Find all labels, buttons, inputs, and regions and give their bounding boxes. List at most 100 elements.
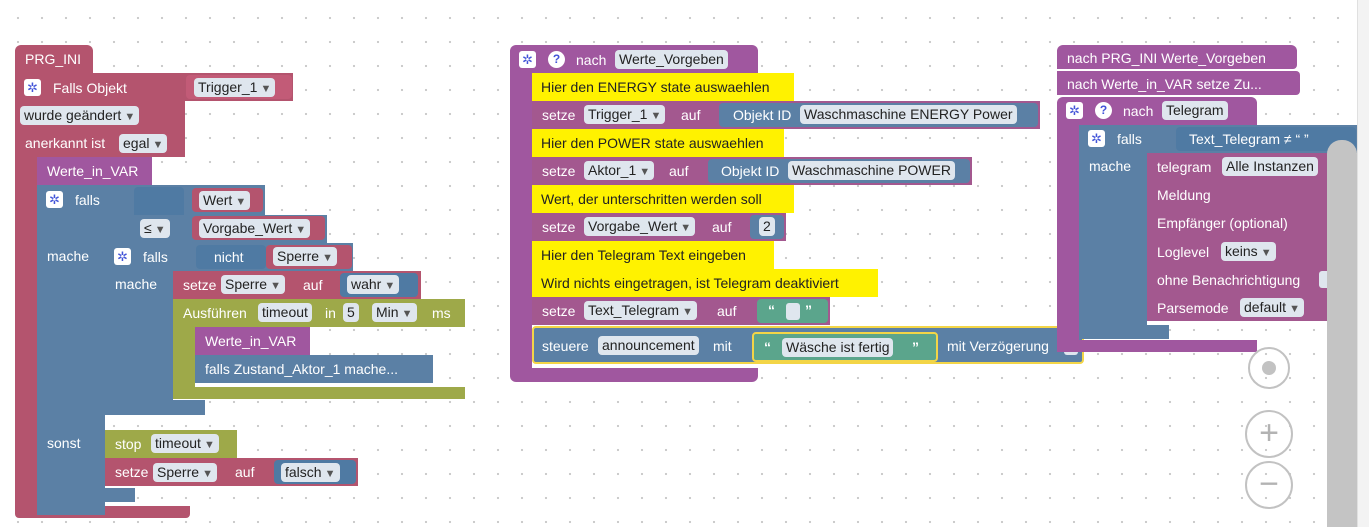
comment-1-text: Hier den ENERGY state auswaehlen (541, 79, 770, 95)
not-label: nicht (214, 249, 244, 265)
zoom-out-icon[interactable]: − (1245, 461, 1293, 509)
gear-icon[interactable]: ✲ (46, 191, 63, 208)
empty-text-field[interactable] (786, 303, 800, 320)
var-dropdown[interactable]: Vorgabe_Wert (584, 217, 696, 236)
open-quote-icon: “ (764, 339, 771, 355)
gear-icon[interactable]: ✲ (1066, 102, 1083, 119)
stop-label: stop (115, 436, 142, 452)
trigger-variable-dropdown[interactable]: Trigger_1 (194, 78, 276, 97)
call-werte-in-var[interactable] (37, 157, 152, 185)
condition-label: Text_Telegram ≠ “ ” (1189, 131, 1309, 147)
condition-block[interactable] (1176, 127, 1356, 151)
var-dropdown[interactable]: Trigger_1 (584, 105, 666, 124)
inner-mache-label: mache (115, 276, 158, 292)
gear-icon[interactable]: ✲ (1088, 130, 1105, 147)
timeout-footer (173, 387, 465, 399)
telegram-label: telegram (1157, 159, 1212, 175)
call-werte-label: Werte_in_VAR (47, 163, 139, 179)
auf-label: auf (712, 219, 732, 235)
falls-objekt-label: Falls Objekt (53, 80, 127, 96)
auf-label: auf (717, 303, 737, 319)
call-falls-zustand-label: falls Zustand_Aktor_1 mache... (205, 361, 398, 377)
ms-label: ms (432, 305, 451, 321)
trigger-spine (15, 157, 37, 513)
wahr-dropdown[interactable]: wahr (347, 275, 400, 294)
comment-5-text: Wird nichts eingetragen, ist Telegram de… (541, 275, 839, 291)
objekt-id-label: Objekt ID (721, 163, 780, 179)
telegram-block[interactable] (1147, 153, 1347, 321)
timeout-name-field[interactable]: timeout (258, 303, 312, 322)
setze-label: setze (542, 107, 576, 123)
gear-icon[interactable]: ✲ (24, 79, 41, 96)
comment-2-text: Hier den POWER state auswaehlen (541, 135, 764, 151)
nach-label: nach (576, 52, 607, 68)
announcement-field[interactable]: announcement (598, 336, 699, 355)
object-id-field[interactable]: Waschmaschine POWER (788, 161, 955, 180)
comment-2 (532, 129, 784, 157)
sonst-label: sonst (47, 435, 81, 451)
empfaenger-label: Empfänger (optional) (1157, 215, 1288, 231)
call-falls-zustand[interactable] (195, 355, 433, 383)
sperre-dropdown[interactable]: Sperre (273, 247, 337, 266)
not-block[interactable] (196, 245, 266, 269)
change-type-dropdown[interactable]: wurde geändert (20, 106, 140, 125)
wert-dropdown[interactable]: Wert (199, 191, 251, 210)
number-field[interactable]: 2 (759, 217, 775, 236)
nach-label: nach (1123, 103, 1154, 119)
call-werte-in-var-2[interactable] (195, 327, 310, 355)
unit-dropdown[interactable]: Min (372, 303, 417, 322)
anerkannt-label: anerkannt ist (25, 135, 106, 151)
inner-if-label: falls (143, 249, 168, 265)
call-werte-label-2: Werte_in_VAR (205, 333, 297, 349)
zoom-in-icon[interactable]: + (1245, 410, 1293, 458)
function-name: PRG_INI (25, 51, 82, 67)
gear-icon[interactable]: ✲ (114, 248, 131, 265)
objekt-id-label: Objekt ID (733, 107, 792, 123)
instance-dropdown[interactable]: Alle Instanzen (1222, 157, 1318, 176)
var-dropdown[interactable]: Aktor_1 (584, 161, 655, 180)
message-field[interactable]: Wäsche ist fertig (782, 338, 894, 357)
comment-5 (532, 269, 878, 297)
help-icon[interactable]: ? (1095, 102, 1112, 119)
call-prg-ini[interactable] (1057, 45, 1297, 69)
object-id-field[interactable]: Waschmaschine ENERGY Power (800, 105, 1017, 124)
ohne-benachrichtigung-label: ohne Benachrichtigung (1157, 272, 1301, 288)
if-footer (37, 488, 135, 502)
sperre-dropdown[interactable]: Sperre (221, 275, 285, 294)
meldung-label: Meldung (1157, 187, 1211, 203)
mache-label: mache (47, 248, 90, 264)
falsch-dropdown[interactable]: falsch (281, 463, 340, 482)
setze-label: setze (115, 464, 149, 480)
center-target-icon[interactable] (1248, 347, 1290, 389)
open-quote-icon: “ (768, 302, 775, 318)
stop-timeout-dropdown[interactable]: timeout (151, 434, 219, 453)
vertical-scrollbar[interactable] (1327, 140, 1357, 527)
if-label: falls (75, 192, 100, 208)
timeout-spine (173, 327, 195, 399)
comment-4 (532, 241, 774, 269)
close-quote-icon: ” (805, 302, 812, 318)
function-name-field[interactable]: Werte_Vorgeben (615, 50, 728, 69)
setze-label: setze (183, 277, 217, 293)
gear-icon[interactable]: ✲ (519, 51, 536, 68)
var-dropdown[interactable]: Text_Telegram (584, 301, 697, 320)
if-footer (1079, 325, 1169, 339)
operator-dropdown[interactable]: ≤ (140, 219, 170, 238)
call-werte-in-var[interactable] (1057, 71, 1300, 95)
setze-label: setze (542, 303, 576, 319)
setze-label: setze (542, 163, 576, 179)
ack-dropdown[interactable]: egal (119, 134, 168, 153)
help-icon[interactable]: ? (548, 51, 565, 68)
parsemode-dropdown[interactable]: default (1240, 298, 1304, 317)
page-scroll-track[interactable] (1357, 0, 1369, 527)
function-name-field[interactable]: Telegram (1162, 101, 1228, 120)
comment-3 (532, 185, 794, 213)
sperre-dropdown[interactable]: Sperre (153, 463, 217, 482)
comment-4-text: Hier den Telegram Text eingeben (541, 247, 746, 263)
delay-number-field[interactable]: 5 (343, 303, 359, 322)
function-header[interactable] (15, 45, 93, 73)
vorgabe-dropdown[interactable]: Vorgabe_Wert (199, 219, 311, 238)
if-spine (1079, 153, 1147, 333)
steuere-label: steuere (542, 338, 589, 354)
loglevel-dropdown[interactable]: keins (1221, 242, 1276, 261)
